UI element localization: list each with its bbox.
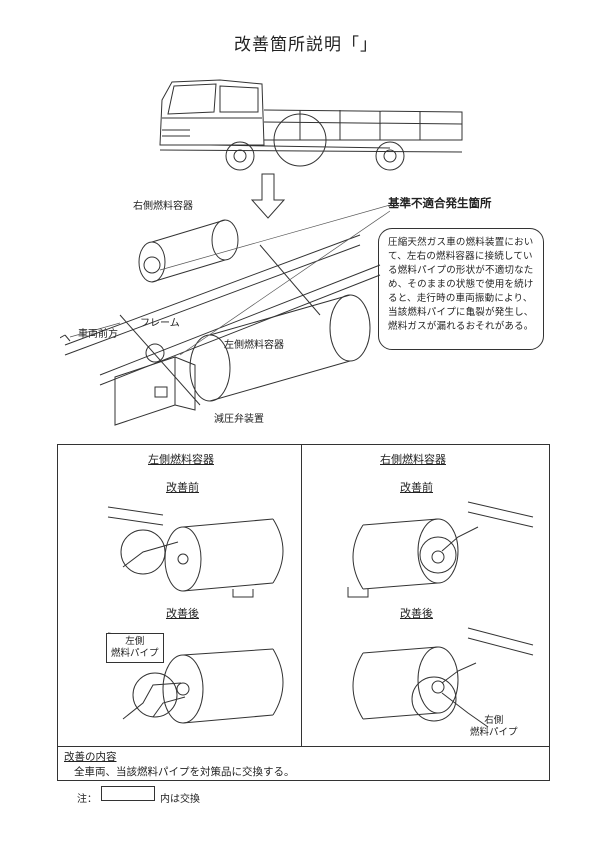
note-prefix: 注：: [77, 794, 97, 805]
left-pipe-callout: 左側 燃料パイプ: [106, 633, 164, 663]
row-divider: [58, 746, 549, 747]
right-before-label: 改善前: [400, 481, 433, 494]
note-legend-box: [101, 786, 155, 801]
improvement-content-label: 改善の内容: [64, 751, 117, 763]
right-column-header: 右側燃料容器: [380, 453, 446, 466]
vehicle-front-label: 車両前方: [78, 329, 118, 340]
left-column-header: 左側燃料容器: [148, 453, 214, 466]
valve-label: 減圧弁装置: [214, 414, 264, 425]
right-after-drawing: [352, 627, 534, 728]
defect-heading: 基準不適合発生箇所: [388, 196, 492, 210]
improvement-content-text: 全車両、当該燃料パイプを対策品に交換する。: [74, 766, 295, 778]
right-after-label: 改善後: [400, 607, 433, 620]
left-after-label: 改善後: [166, 607, 199, 620]
down-arrow-icon: [250, 173, 286, 219]
left-before-drawing: [107, 506, 284, 598]
right-pipe-callout: 右側 燃料パイプ: [466, 713, 522, 741]
chassis-illustration: [60, 205, 390, 426]
column-divider: [301, 445, 302, 746]
frame-label: フレーム: [140, 318, 180, 329]
page-title: 改善箇所説明「」: [234, 35, 378, 55]
defect-callout: 圧縮天然ガス車の燃料装置において、左右の燃料容器に接続している燃料パイプの形状が…: [378, 228, 544, 350]
right-tank-label: 右側燃料容器: [133, 201, 193, 212]
comparison-table: 左側燃料容器 右側燃料容器 改善前 改善後 改善前 改善後: [57, 444, 550, 781]
right-pipe-label-line2: 燃料パイプ: [470, 727, 518, 738]
right-before-drawing: [347, 501, 534, 598]
right-pipe-label-line1: 右側: [484, 715, 504, 726]
note-text: 内は交換: [160, 794, 200, 805]
left-tank-label: 左側燃料容器: [224, 340, 284, 351]
left-before-label: 改善前: [166, 481, 199, 494]
left-pipe-label-line2: 燃料パイプ: [111, 648, 159, 659]
truck-illustration: [159, 79, 463, 171]
left-pipe-label-line1: 左側: [125, 636, 145, 647]
